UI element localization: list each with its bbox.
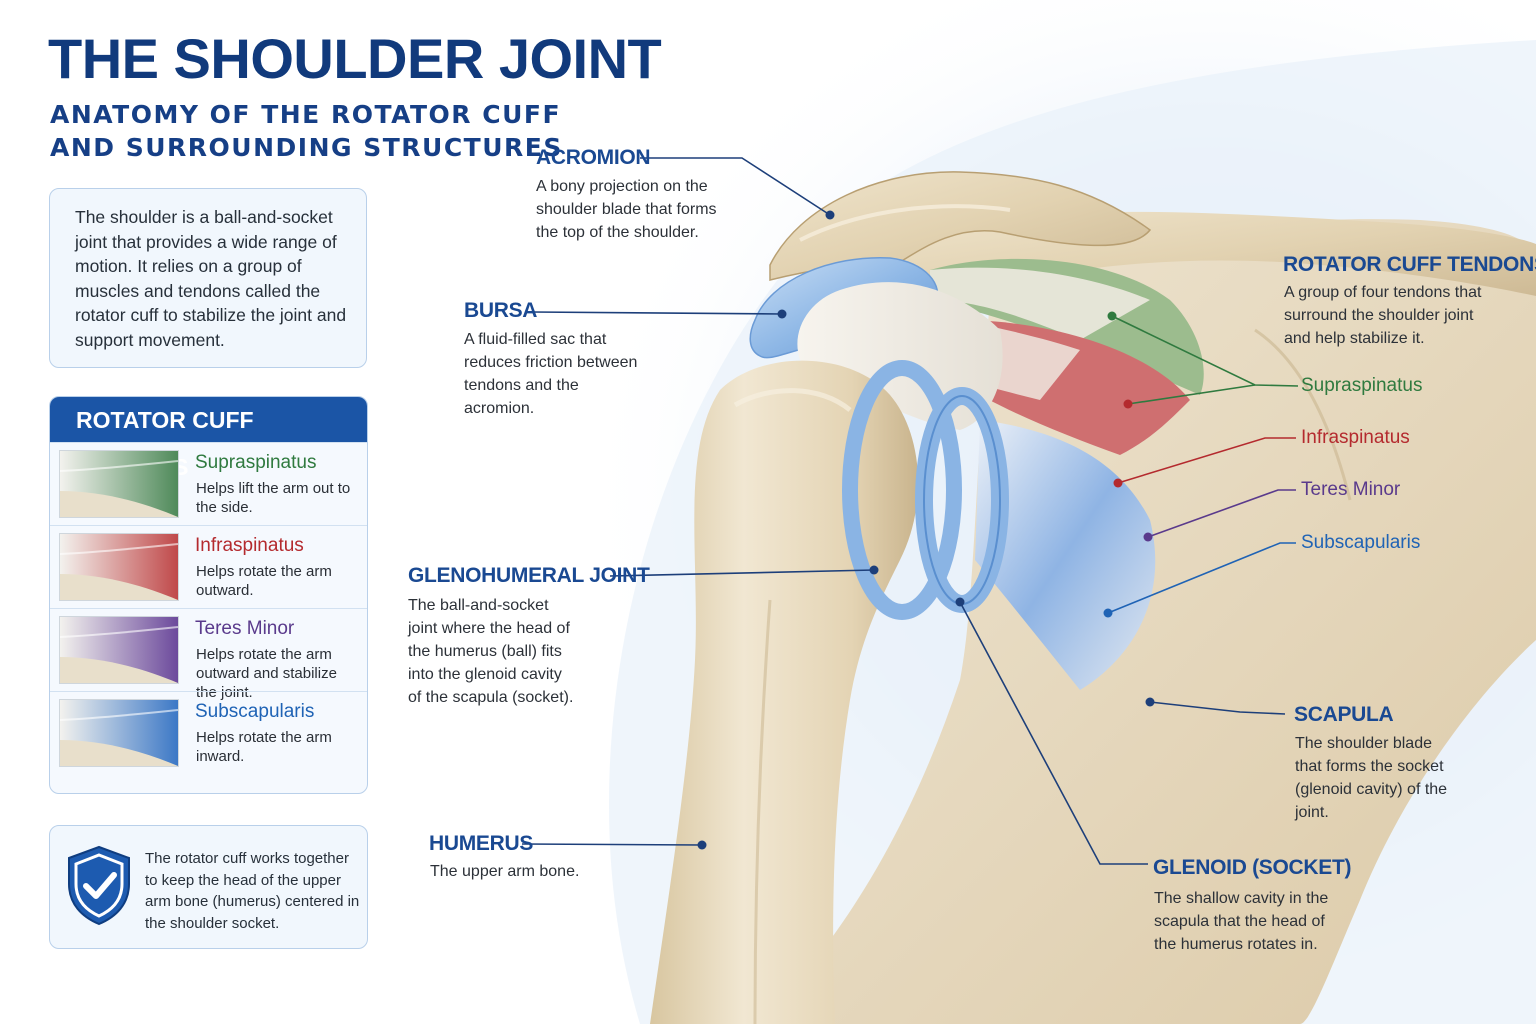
label-glenohumeral-joint: GLENOHUMERAL JOINT (408, 564, 650, 587)
tendon-name: Teres Minor (195, 618, 295, 639)
subtitle-line: AND SURROUNDING STRUCTURES (50, 133, 563, 162)
desc-glenoid: The shallow cavity in the scapula that t… (1154, 890, 1329, 953)
desc-humerus: The upper arm bone. (430, 863, 580, 880)
note-box: The rotator cuff works together to keep … (49, 825, 368, 949)
diagram-label-infraspinatus: Infraspinatus (1301, 427, 1410, 448)
desc-scapula: The shoulder blade that forms the socket… (1295, 735, 1448, 821)
subscapularis-thumbnail (59, 699, 179, 767)
tendon-row-infraspinatus: Infraspinatus Helps rotate the arm outwa… (50, 525, 367, 608)
tendon-row-supraspinatus: Supraspinatus Helps lift the arm out to … (50, 442, 367, 525)
page-subtitle: ANATOMY OF THE ROTATOR CUFF AND SURROUND… (50, 98, 563, 164)
tendon-row-subscapularis: Subscapularis Helps rotate the arm inwar… (50, 691, 367, 774)
desc-glenohumeral-joint: The ball-and-socket joint where the head… (408, 597, 574, 706)
desc-acromion: A bony projection on the shoulder blade … (536, 178, 717, 241)
diagram-label-subscapularis: Subscapularis (1301, 532, 1421, 553)
teres-minor-thumbnail (59, 616, 179, 684)
tendon-name: Infraspinatus (195, 535, 304, 556)
note-text: The rotator cuff works together to keep … (145, 850, 360, 932)
tendon-name: Subscapularis (195, 701, 315, 722)
label-acromion: ACROMION (536, 146, 651, 169)
tendon-desc: Helps rotate the arm inward. (196, 729, 332, 765)
tendon-name: Supraspinatus (195, 452, 317, 473)
label-bursa: BURSA (464, 299, 538, 322)
label-glenoid: GLENOID (SOCKET) (1153, 856, 1352, 879)
shield-check-icon (68, 845, 130, 926)
tendon-row-teres-minor: Teres Minor Helps rotate the arm outward… (50, 608, 367, 701)
infraspinatus-thumbnail (59, 533, 179, 601)
label-scapula: SCAPULA (1294, 703, 1394, 726)
intro-box: The shoulder is a ball-and-socket joint … (49, 188, 367, 368)
tendon-panel-heading: ROTATOR CUFF TENDONS (50, 397, 367, 480)
tendon-desc: Helps lift the arm out to the side. (196, 480, 351, 516)
tendon-desc: Helps rotate the arm outward. (196, 563, 332, 599)
diagram-label-teres-minor: Teres Minor (1301, 479, 1401, 500)
tendon-panel: ROTATOR CUFF TENDONS Supraspinatus Helps… (49, 396, 368, 794)
desc-bursa: A fluid-filled sac that reduces friction… (464, 331, 638, 417)
supraspinatus-thumbnail (59, 450, 179, 518)
label-rotator-cuff-tendons: ROTATOR CUFF TENDONS (1283, 253, 1536, 276)
tendon-desc: Helps rotate the arm outward and stabili… (196, 646, 337, 701)
label-humerus: HUMERUS (429, 832, 534, 855)
desc-rotator-cuff-tendons: A group of four tendons that surround th… (1284, 284, 1482, 347)
subtitle-line: ANATOMY OF THE ROTATOR CUFF (50, 100, 562, 129)
page-title: THE SHOULDER JOINT (48, 27, 662, 90)
diagram-label-supraspinatus: Supraspinatus (1301, 375, 1423, 396)
